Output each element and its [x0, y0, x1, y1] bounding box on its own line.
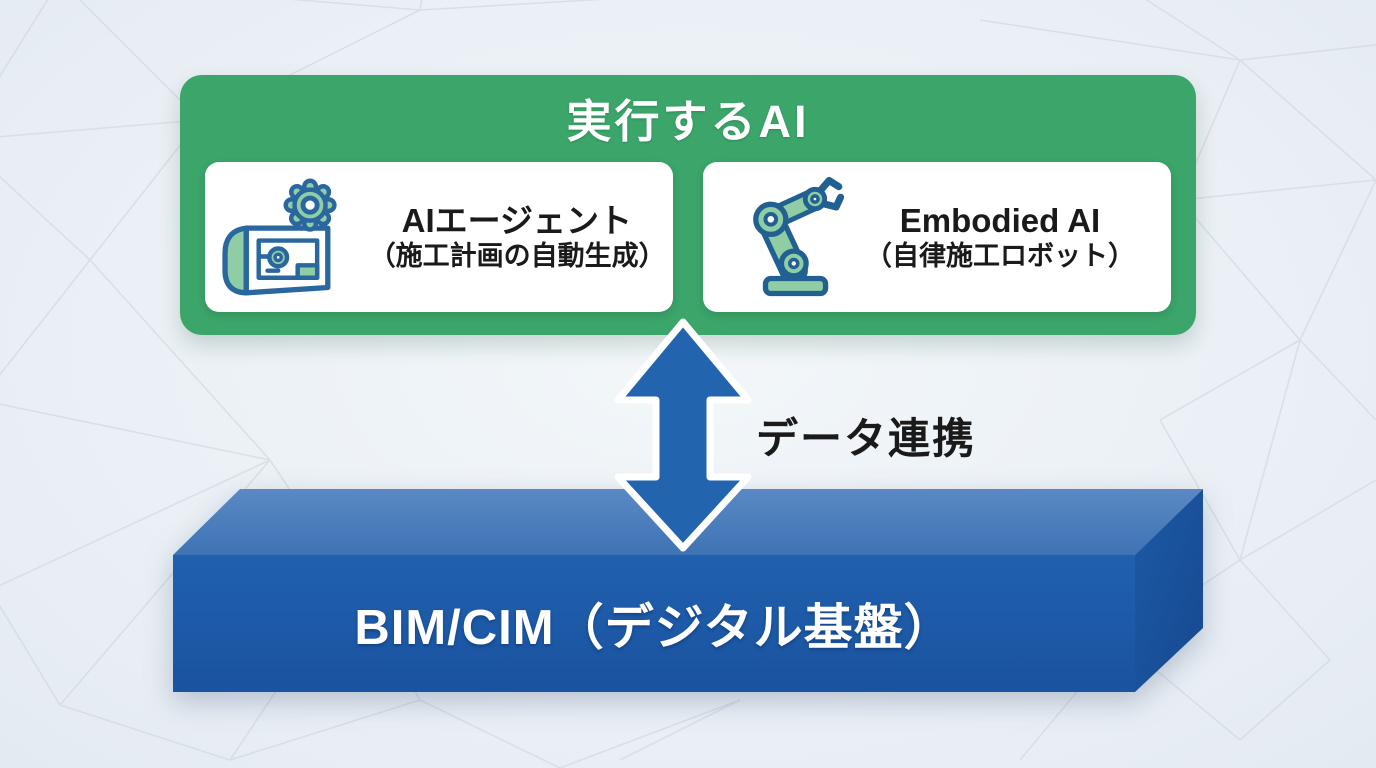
platform-3d-shape	[173, 489, 1203, 692]
executing-ai-panel: 実行するAI	[180, 75, 1196, 335]
data-linkage-label: データ連携	[756, 415, 977, 462]
robot-arm-icon	[753, 176, 845, 297]
platform-side-face	[1135, 489, 1203, 692]
embodied-ai-card: Embodied AI （自律施工ロボット）	[703, 162, 1171, 312]
ai-agent-title: AIエージェント	[401, 201, 633, 239]
embodied-ai-text: Embodied AI （自律施工ロボット）	[865, 202, 1135, 273]
bim-cim-platform-box: BIM/CIM（デジタル基盤）	[165, 483, 1210, 701]
platform-label: BIM/CIM（デジタル基盤）	[354, 601, 954, 655]
embodied-ai-title: Embodied AI	[899, 201, 1101, 239]
embodied-ai-subtitle: （自律施工ロボット）	[865, 240, 1135, 271]
ai-agent-text: AIエージェント （施工計画の自動生成）	[368, 201, 666, 273]
blueprint-gear-icon	[222, 178, 337, 296]
ai-agent-card: AIエージェント （施工計画の自動生成）	[205, 162, 673, 312]
panel-title: 実行するAI	[566, 95, 810, 147]
ai-agent-subtitle: （施工計画の自動生成）	[368, 240, 666, 271]
ai-cards-row: AIエージェント （施工計画の自動生成）	[205, 162, 1171, 312]
bidirectional-arrow-icon	[614, 318, 752, 552]
platform-front-face	[173, 555, 1135, 692]
